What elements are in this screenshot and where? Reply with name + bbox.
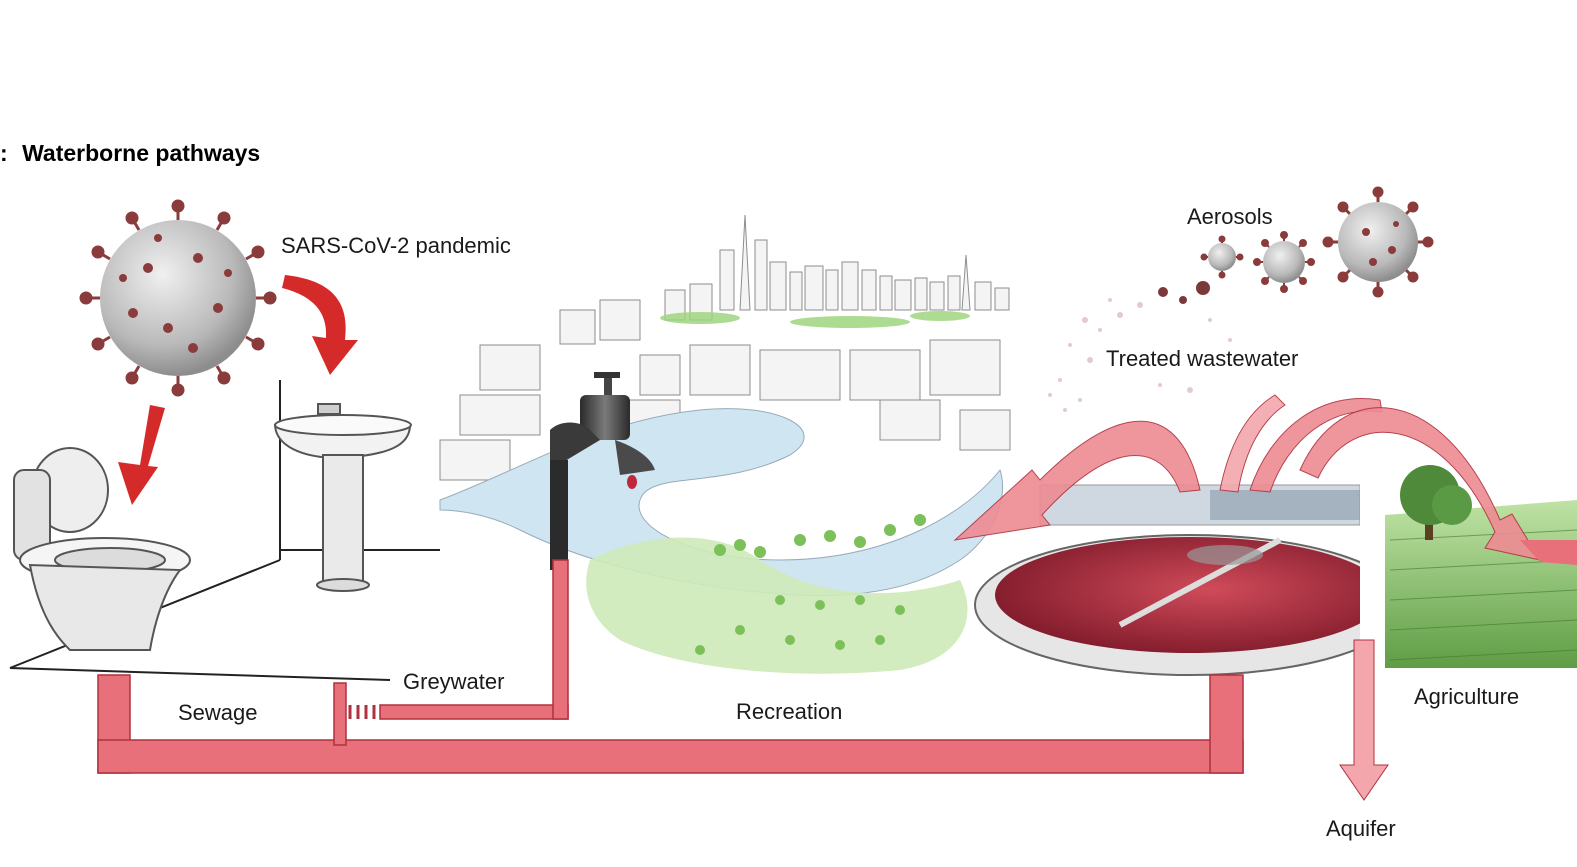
pedestal-sink [273, 403, 412, 592]
panel-marker: : [0, 140, 8, 166]
aerosol-particles [1158, 281, 1210, 304]
treatment-plant [974, 480, 1406, 676]
label-aerosols: Aerosols [1187, 204, 1273, 229]
label-agriculture: Agriculture [1414, 684, 1520, 709]
plant-to-agriculture-arrow [1299, 407, 1577, 565]
label-recreation: Recreation [736, 699, 843, 724]
green-lowlands [586, 514, 968, 674]
toilet [13, 447, 191, 651]
label-pandemic: SARS-CoV-2 pandemic [281, 233, 511, 258]
virus-right-icon [1322, 186, 1434, 298]
virus-to-toilet-arrow [118, 405, 165, 505]
sewage-pipe-network [97, 674, 1244, 774]
plant-to-aquifer-arrow [1339, 639, 1389, 801]
pipe-valve [348, 705, 376, 719]
label-greywater: Greywater [403, 669, 505, 694]
virus-large-icon [79, 199, 277, 397]
panel-title: : Waterborne pathways [0, 140, 260, 167]
virus-medium-icon [1253, 231, 1315, 293]
aerosol-cloud [1048, 298, 1232, 412]
park-greenery-top [660, 311, 970, 328]
water-tap [550, 372, 655, 570]
panel-title-text: Waterborne pathways [22, 140, 261, 166]
plant-to-river-arrow [953, 420, 1201, 541]
plant-to-aerosols-arrow [1219, 394, 1383, 493]
label-treated-wastewater: Treated wastewater [1106, 346, 1299, 371]
pandemic-to-sink-arrow [282, 275, 358, 375]
city-skyline [439, 214, 1011, 481]
label-sewage: Sewage [178, 700, 258, 725]
label-aquifer: Aquifer [1326, 816, 1396, 841]
greywater-pipe [379, 559, 569, 720]
virus-small-icon [1200, 235, 1244, 279]
